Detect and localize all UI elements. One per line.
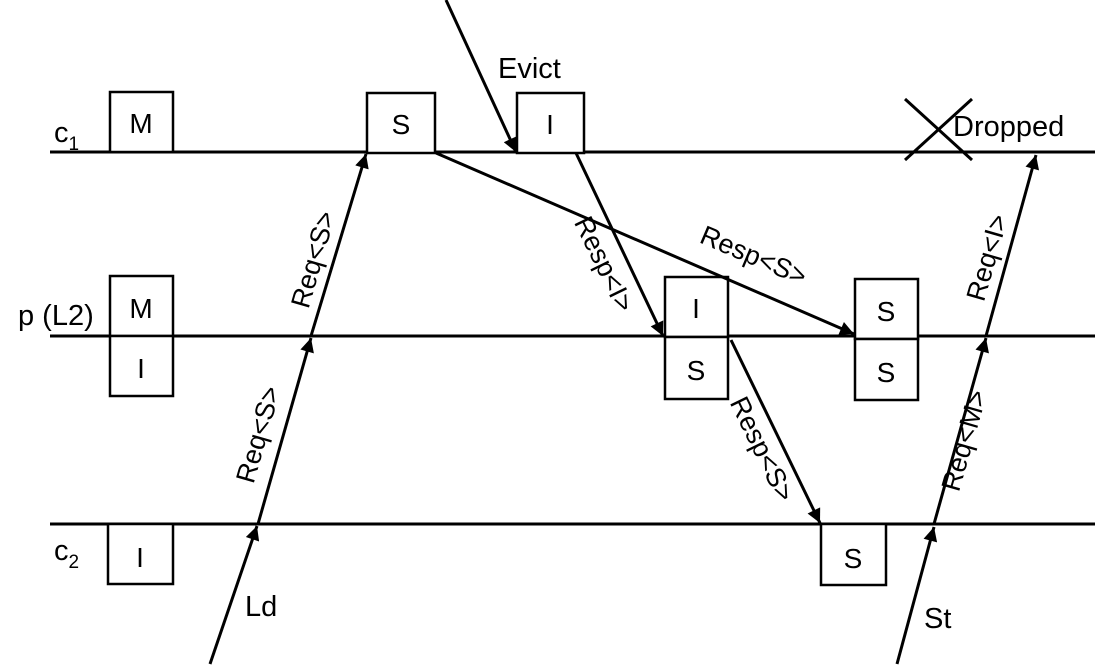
line-label-c1: c1: [54, 117, 79, 155]
dropped-cross-line-2: [903, 97, 974, 162]
state-label-p-right-upper: S: [877, 296, 896, 327]
state-box-p-right-lower: [853, 337, 920, 402]
message-arrow-req-p-c1: [309, 153, 369, 337]
state-label-p-mid-upper: I: [692, 293, 700, 324]
state-label-c2-s: S: [844, 543, 863, 574]
event-label-dropped: Dropped: [953, 111, 1064, 143]
message-arrow-req-c2-p-m: [932, 337, 989, 525]
state-box-p-right-upper: [853, 277, 920, 341]
ld-arrow: [208, 525, 260, 665]
line-label-p: p (L2): [18, 300, 94, 332]
state-label-p-lower-initial: I: [137, 353, 145, 384]
event-label-st: St: [924, 603, 951, 635]
message-label-req-p-c1-i: Req<I>: [961, 211, 1014, 304]
event-label-ld: Ld: [245, 591, 277, 623]
message-arrow-req-p-c1-i: [984, 154, 1040, 337]
state-label-c1-initial: M: [129, 108, 152, 139]
state-box-c1-initial: [108, 90, 175, 154]
message-label-req-c2-p-m: Req<M>: [936, 387, 993, 495]
state-label-c1-s: S: [392, 109, 411, 140]
message-label-resp-p-c2: Resp<S>: [724, 392, 800, 506]
state-box-p-mid-upper: [663, 275, 730, 339]
state-box-p-lower-initial: [108, 334, 175, 398]
message-arrow-req-c2-p: [256, 337, 314, 525]
state-label-c1-i: I: [546, 109, 554, 140]
state-box-c2-initial: [106, 522, 175, 586]
state-box-p-mid-lower: [663, 335, 730, 401]
st-arrow: [895, 526, 938, 665]
state-box-c1-i: [515, 91, 586, 155]
evict-arrow: [444, 0, 518, 153]
state-label-p-upper-initial: M: [129, 293, 152, 324]
state-box-p-upper-initial: [108, 274, 175, 338]
message-arrow-resp-p-c2: [729, 339, 822, 524]
line-label-c2: c2: [54, 535, 79, 573]
state-box-c1-s: [365, 91, 437, 155]
message-arrow-resp-c1-p-s: [435, 151, 855, 336]
event-label-evict: Evict: [498, 53, 561, 85]
state-box-c2-s: [819, 522, 888, 587]
message-arrow-resp-c1-p-i: [574, 152, 665, 337]
message-label-req-c2-p: Req<S>: [230, 383, 286, 487]
state-label-p-right-lower: S: [877, 357, 896, 388]
state-label-p-mid-lower: S: [687, 355, 706, 386]
state-label-c2-initial: I: [136, 542, 144, 573]
